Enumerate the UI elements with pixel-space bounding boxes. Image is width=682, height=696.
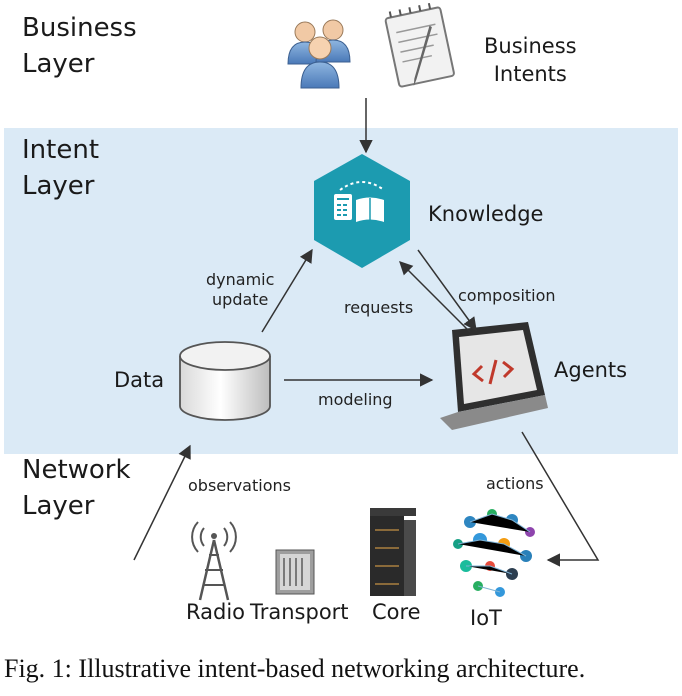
- transport-equipment-icon: [275, 549, 315, 595]
- modeling-label: modeling: [318, 390, 393, 409]
- core-label: Core: [372, 600, 421, 624]
- composition-label: composition: [458, 286, 556, 305]
- observations-label: observations: [188, 476, 291, 495]
- observations-arrow: [133, 444, 191, 561]
- business-layer-line2: Layer: [22, 49, 95, 79]
- business-layer-label: Business Layer: [22, 10, 137, 82]
- iot-devices-icon: [453, 509, 535, 597]
- actions-label: actions: [486, 474, 544, 493]
- core-server-icon: [370, 508, 416, 596]
- notepad-icon: [384, 2, 455, 88]
- actions-arrow: [521, 431, 600, 567]
- requests-label: requests: [344, 298, 414, 317]
- intent-layer-label: Intent Layer: [22, 132, 99, 204]
- requests-arrow: [399, 261, 471, 333]
- business-layer-line1: Business: [22, 13, 137, 43]
- data-label: Data: [114, 368, 165, 392]
- knowledge-label: Knowledge: [428, 202, 544, 226]
- network-layer-label: Network Layer: [22, 452, 131, 524]
- network-layer-line2: Layer: [22, 491, 95, 521]
- dynamic-update-line2: update: [212, 290, 269, 309]
- transport-label: Transport: [250, 600, 349, 624]
- knowledge-icon: [314, 154, 410, 268]
- dynamic-update-label: dynamic update: [206, 270, 274, 310]
- composition-arrow: [417, 249, 477, 332]
- dynamic-update-arrow: [261, 248, 313, 333]
- figure-caption: Fig. 1: Illustrative intent-based networ…: [4, 654, 586, 683]
- business-intents-line2: Intents: [493, 62, 567, 86]
- intent-layer-line2: Layer: [22, 171, 95, 201]
- dynamic-update-line1: dynamic: [206, 270, 275, 289]
- radio-tower-icon: [191, 521, 237, 601]
- radio-label: Radio: [186, 600, 246, 624]
- business-intents-label: Business Intents: [484, 32, 577, 88]
- intent-layer-line1: Intent: [22, 135, 100, 165]
- network-layer-line1: Network: [22, 455, 131, 485]
- iot-label: IoT: [470, 606, 502, 630]
- business-intents-line1: Business: [484, 34, 577, 58]
- agents-label: Agents: [554, 358, 628, 382]
- agents-laptop-icon: [440, 322, 548, 430]
- data-cylinder-icon: [179, 341, 271, 421]
- business-users-icon: [287, 19, 351, 89]
